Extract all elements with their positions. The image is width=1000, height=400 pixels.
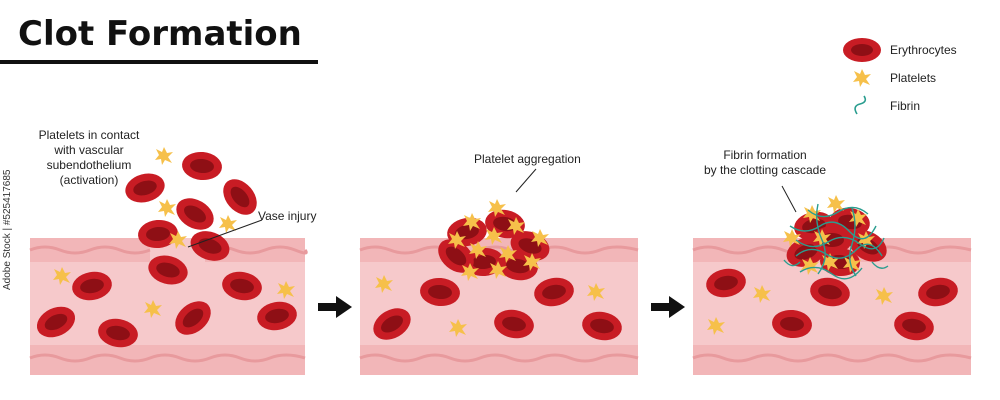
panel-aggregation (359, 168, 639, 375)
annotation-line: with vascular (54, 143, 124, 157)
erythrocyte (170, 191, 220, 237)
panel-fibrin (692, 185, 972, 375)
legend-label: Platelets (890, 71, 937, 85)
fibrin-mesh (783, 203, 889, 280)
annotation-line: Platelets in contact (38, 128, 140, 142)
annotation-activation: Platelets in contact with vascular suben… (14, 128, 164, 188)
leader-aggregation (515, 168, 537, 193)
annotation-line: subendothelium (46, 158, 132, 172)
arrow-2 (651, 296, 685, 318)
platelet-icon (853, 69, 871, 87)
page-title: Clot Formation (18, 14, 302, 54)
leader-fibrin (781, 185, 797, 213)
legend-item-fibrin: Fibrin (840, 92, 995, 120)
arrow-1 (318, 296, 352, 318)
legend-item-erythrocytes: Erythrocytes (840, 36, 995, 64)
annotation-line: by the clotting cascade (703, 163, 827, 177)
annotation-injury: Vase injury (258, 209, 317, 223)
annotation-aggregation: Platelet aggregation (474, 152, 581, 166)
annotation-line: (activation) (59, 173, 119, 187)
panel-injury (29, 147, 308, 375)
legend-label: Erythrocytes (890, 43, 957, 57)
erythrocyte (216, 172, 264, 222)
annotation-line: Fibrin formation (723, 148, 807, 162)
leader-injury (187, 219, 263, 248)
legend: Erythrocytes Platelets Fibrin (840, 36, 995, 120)
stock-id: Adobe Stock | #525417685 (2, 169, 13, 290)
annotation-fibrin: Fibrin formation by the clotting cascade (690, 148, 840, 178)
legend-item-platelets: Platelets (840, 64, 995, 92)
legend-label: Fibrin (890, 99, 921, 113)
title-underline (0, 60, 318, 64)
platelet (158, 199, 176, 217)
erythrocyte-icon (843, 38, 881, 62)
fibrin-icon (854, 95, 867, 115)
erythrocyte (180, 150, 224, 182)
